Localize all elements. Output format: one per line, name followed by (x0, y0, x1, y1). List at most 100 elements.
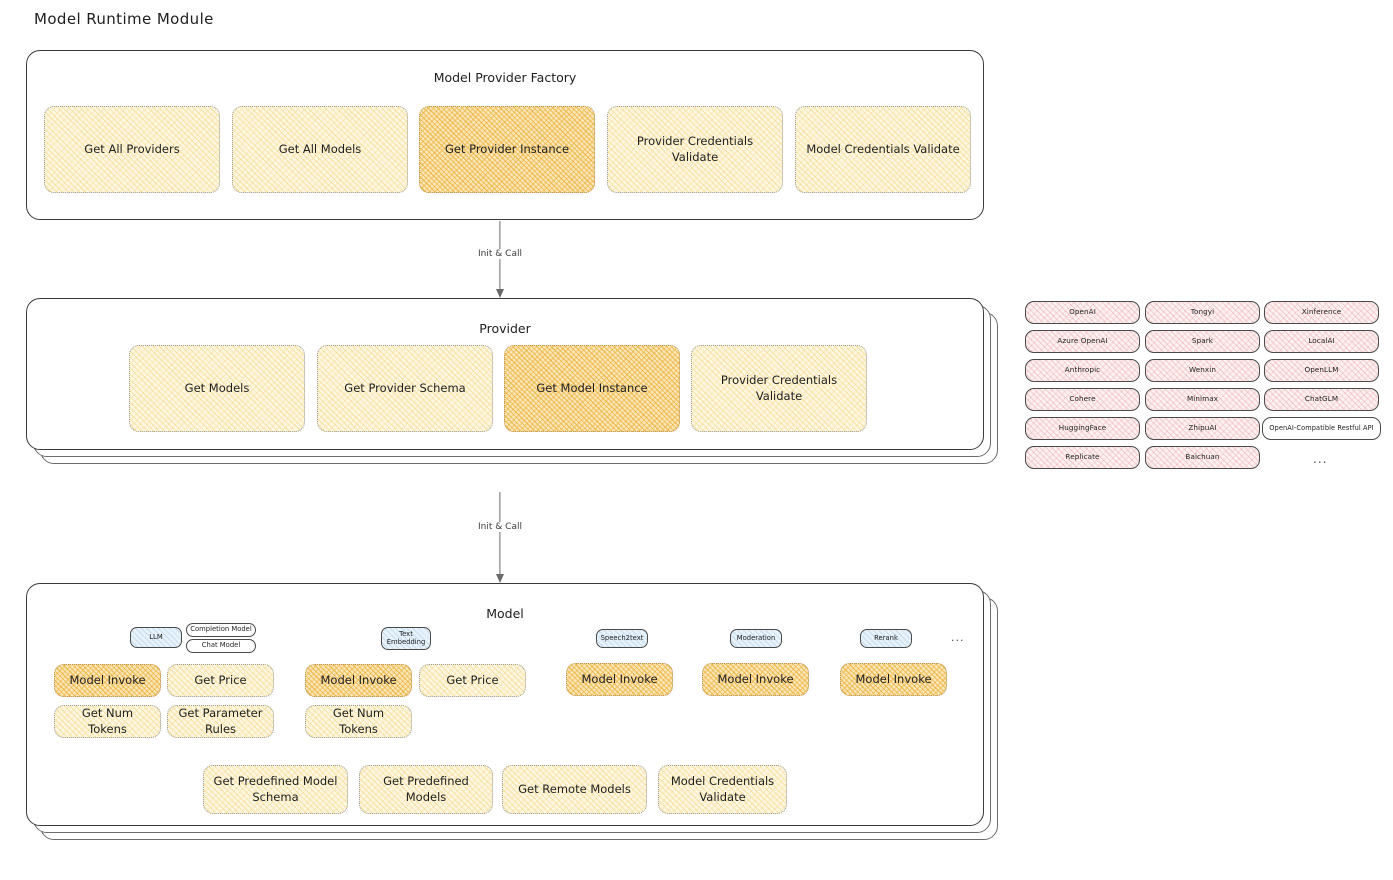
method-label: Model Invoke (320, 672, 397, 687)
provider-chip-localai[interactable]: LocalAI (1264, 330, 1379, 353)
model-method-get-predefined-models[interactable]: Get Predefined Models (359, 765, 493, 814)
model-subtype-label: Chat Model (201, 641, 241, 650)
provider-chip-azure-openai[interactable]: Azure OpenAI (1025, 330, 1140, 353)
provider-chip-label: OpenAI-Compatible Restful API (1269, 423, 1374, 432)
model-subtype-label: Completion Model (190, 625, 252, 634)
model-type-label: Moderation (736, 633, 776, 642)
llm-method-get-num-tokens[interactable]: Get Num Tokens (54, 705, 161, 738)
method-label: Model Invoke (581, 671, 658, 686)
provider-chip-tongyi[interactable]: Tongyi (1145, 301, 1260, 324)
provider-chip-openai-compatible-restful-api[interactable]: OpenAI-Compatible Restful API (1262, 417, 1381, 440)
provider-chip-label: ZhipuAI (1188, 423, 1217, 433)
model-type-label: Speech2text (600, 633, 644, 642)
provider-chip-label: Tongyi (1190, 307, 1215, 317)
method-label: Get Remote Models (518, 781, 631, 796)
provider-chip-cohere[interactable]: Cohere (1025, 388, 1140, 411)
provider-method-get-model-instance[interactable]: Get Model Instance (504, 345, 680, 432)
provider-chip-label: Minimax (1186, 394, 1219, 404)
model-type-label: Text Embedding (386, 630, 426, 646)
rerank-method-model-invoke[interactable]: Model Invoke (840, 663, 947, 696)
provider-chip-label: Anthropic (1064, 365, 1101, 375)
provider-chip-xinference[interactable]: Xinference (1264, 301, 1379, 324)
method-label: Get Predefined Models (383, 773, 469, 804)
provider-method-label: Get Model Instance (536, 380, 648, 395)
page-title: Model Runtime Module (34, 10, 214, 28)
provider-method-label: Get Models (184, 380, 250, 395)
factory-method-label: Provider Credentials Validate (636, 133, 754, 164)
provider-chip-label: ChatGLM (1304, 394, 1339, 404)
provider-chip-label: OpenLLM (1304, 365, 1339, 375)
factory-method-label: Model Credentials Validate (806, 141, 960, 156)
model-method-get-predefined-model-schema[interactable]: Get Predefined Model Schema (203, 765, 348, 814)
model-subtype-badge-chat-model[interactable]: Chat Model (186, 639, 256, 653)
provider-chip-label: Baichuan (1185, 452, 1220, 462)
provider-list-more-ellipsis: ... (1313, 452, 1328, 466)
factory-method-label: Get All Models (278, 141, 362, 156)
provider-chip-wenxin[interactable]: Wenxin (1145, 359, 1260, 382)
provider-method-label: Get Provider Schema (344, 380, 466, 395)
method-label: Get Parameter Rules (178, 705, 263, 736)
method-label: Model Invoke (717, 671, 794, 686)
provider-chip-baichuan[interactable]: Baichuan (1145, 446, 1260, 469)
factory-method-get-all-providers[interactable]: Get All Providers (44, 106, 220, 193)
arrow-provider-to-model: Init & Call (470, 492, 530, 583)
model-title: Model (486, 606, 524, 621)
speech2text-method-model-invoke[interactable]: Model Invoke (566, 663, 673, 696)
factory-method-model-credentials-validate[interactable]: Model Credentials Validate (795, 106, 971, 193)
method-label: Model Invoke (69, 672, 146, 687)
model-subtype-badge-completion-model[interactable]: Completion Model (186, 623, 256, 637)
factory-title: Model Provider Factory (433, 70, 577, 85)
method-label: Get Predefined Model Schema (213, 773, 338, 804)
model-method-get-remote-models[interactable]: Get Remote Models (502, 765, 647, 814)
provider-chip-spark[interactable]: Spark (1145, 330, 1260, 353)
model-type-badge-llm[interactable]: LLM (130, 627, 182, 648)
model-method-model-credentials-validate[interactable]: Model Credentials Validate (658, 765, 787, 814)
factory-method-label: Get All Providers (84, 141, 180, 156)
provider-chip-anthropic[interactable]: Anthropic (1025, 359, 1140, 382)
provider-chip-label: Cohere (1069, 394, 1096, 404)
provider-chip-openllm[interactable]: OpenLLM (1264, 359, 1379, 382)
arrow-head (496, 574, 504, 583)
provider-chip-label: Replicate (1065, 452, 1100, 462)
provider-chip-label: HuggingFace (1058, 423, 1107, 433)
model-type-badge-speech2text[interactable]: Speech2text (596, 629, 648, 648)
provider-chip-label: Wenxin (1188, 365, 1217, 375)
provider-chip-openai[interactable]: OpenAI (1025, 301, 1140, 324)
factory-method-provider-credentials-validate[interactable]: Provider Credentials Validate (607, 106, 783, 193)
moderation-method-model-invoke[interactable]: Model Invoke (702, 663, 809, 696)
factory-method-get-provider-instance[interactable]: Get Provider Instance (419, 106, 595, 193)
llm-method-get-price[interactable]: Get Price (167, 664, 274, 697)
arrow-stem (499, 221, 501, 297)
provider-chip-label: Xinference (1301, 307, 1342, 317)
provider-chip-replicate[interactable]: Replicate (1025, 446, 1140, 469)
model-type-badge-text-embedding[interactable]: Text Embedding (381, 627, 431, 650)
provider-method-get-provider-schema[interactable]: Get Provider Schema (317, 345, 493, 432)
factory-method-get-all-models[interactable]: Get All Models (232, 106, 408, 193)
llm-method-model-invoke[interactable]: Model Invoke (54, 664, 161, 697)
method-label: Model Invoke (855, 671, 932, 686)
provider-chip-minimax[interactable]: Minimax (1145, 388, 1260, 411)
text-embedding-method-model-invoke[interactable]: Model Invoke (305, 664, 412, 697)
provider-chip-huggingface[interactable]: HuggingFace (1025, 417, 1140, 440)
provider-method-provider-credentials-validate[interactable]: Provider Credentials Validate (691, 345, 867, 432)
factory-method-label: Get Provider Instance (444, 141, 570, 156)
text-embedding-method-get-num-tokens[interactable]: Get Num Tokens (305, 705, 412, 738)
provider-method-label: Provider Credentials Validate (720, 372, 838, 403)
provider-chip-chatglm[interactable]: ChatGLM (1264, 388, 1379, 411)
arrow-stem (499, 492, 501, 582)
text-embedding-method-get-price[interactable]: Get Price (419, 664, 526, 697)
provider-chip-label: LocalAI (1308, 336, 1335, 346)
provider-method-get-models[interactable]: Get Models (129, 345, 305, 432)
provider-chip-zhipuai[interactable]: ZhipuAI (1145, 417, 1260, 440)
method-label: Get Num Tokens (81, 705, 134, 736)
arrow-label: Init & Call (473, 249, 527, 259)
arrow-label: Init & Call (473, 522, 527, 532)
arrow-head (496, 289, 504, 298)
model-type-label: Rerank (874, 633, 898, 642)
method-label: Get Price (194, 672, 247, 687)
model-type-badge-rerank[interactable]: Rerank (860, 629, 912, 648)
model-type-badge-moderation[interactable]: Moderation (730, 629, 782, 648)
provider-title: Provider (479, 321, 531, 336)
method-label: Get Num Tokens (332, 705, 385, 736)
llm-method-get-parameter-rules[interactable]: Get Parameter Rules (167, 705, 274, 738)
